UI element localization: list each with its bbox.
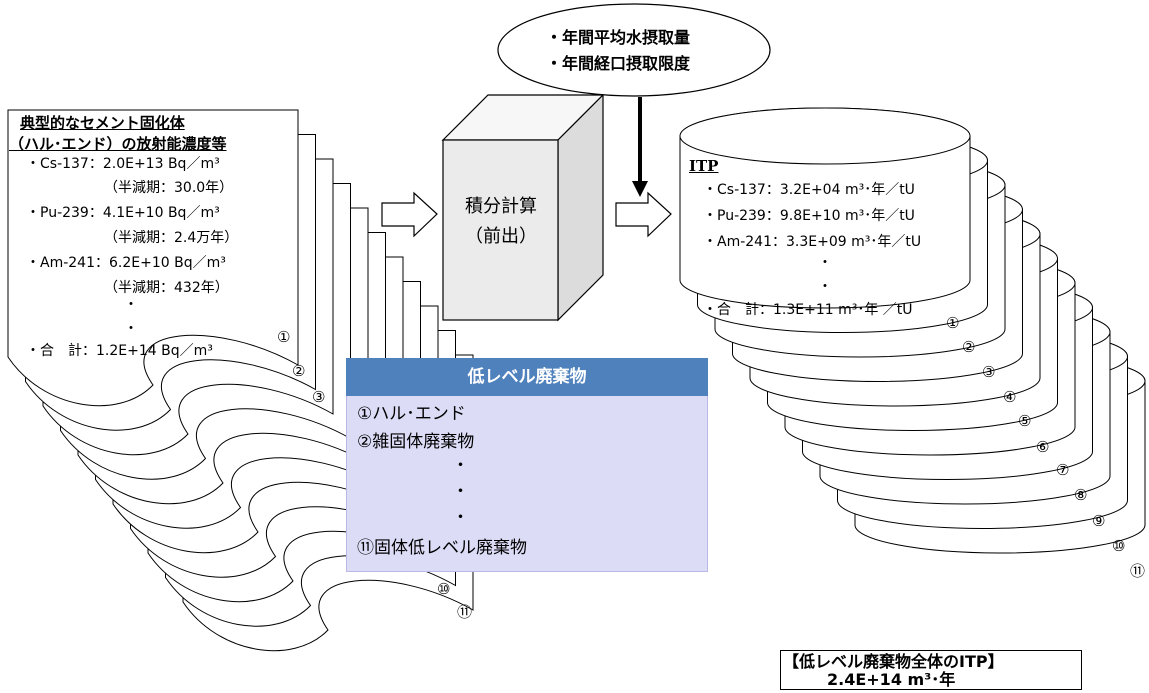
doc-cs137: ・Cs-137：2.0E+13 Bq／m³ xyxy=(26,156,220,172)
cyl-number-4: ④ xyxy=(1003,388,1017,406)
cyl-number-9: ⑨ xyxy=(1092,512,1106,530)
cyl-number-6: ⑥ xyxy=(1036,438,1050,456)
doc-number-3: ③ xyxy=(312,388,326,406)
doc-number-2: ② xyxy=(292,362,306,380)
total-itp-box: 【低レベル廃棄物全体のITP】 2.4E+14 m³･年 xyxy=(780,650,1082,690)
oval-line-2: ・年間経口摂取限度 xyxy=(546,54,691,73)
block-arrow-right xyxy=(615,191,672,238)
down-arrow xyxy=(632,97,648,197)
block-arrow-left xyxy=(381,191,438,238)
doc-am241: ・Am-241：6.2E+10 Bq／m³ xyxy=(26,255,226,271)
doc-number-11: ⑪ xyxy=(457,603,473,621)
doc-number-1: ① xyxy=(277,328,291,346)
doc-ellipsis-1: ・ xyxy=(124,297,138,313)
calc-line-1: 積分計算 xyxy=(465,196,537,217)
total-itp-value: 2.4E+14 m³･年 xyxy=(827,670,956,689)
cyl-number-3: ③ xyxy=(982,363,996,381)
itp-title: ITP xyxy=(689,157,719,175)
itp-ellipsis-2: ・ xyxy=(818,279,832,295)
waste-ellipsis-3: ・ xyxy=(452,508,469,528)
waste-ellipsis-1: ・ xyxy=(452,456,469,476)
itp-total: ・合 計：1.3E+11 m³･年 ／tU xyxy=(703,302,913,318)
waste-ellipsis-2: ・ xyxy=(452,482,469,502)
waste-item-1: ①ハル･エンド xyxy=(357,404,466,424)
cyl-number-5: ⑤ xyxy=(1018,412,1032,430)
itp-cs137: ・Cs-137：3.2E+04 m³･年／tU xyxy=(703,182,915,198)
itp-pu239: ・Pu-239：9.8E+10 m³･年／tU xyxy=(703,208,915,224)
doc-number-10: ⑩ xyxy=(437,580,451,598)
calc-box xyxy=(441,93,605,322)
itp-cylinder-1 xyxy=(679,107,971,309)
doc-title-2: （ハル･エンド）の放射能濃度等 xyxy=(9,135,227,153)
doc-ellipsis-2: ・ xyxy=(124,321,138,337)
itp-am241: ・Am-241：3.3E+09 m³･年／tU xyxy=(703,234,922,250)
doc-am241-halflife: （半減期：432年） xyxy=(104,280,229,296)
doc-pu239: ・Pu-239：4.1E+10 Bq／m³ xyxy=(26,205,220,221)
doc-pu239-halflife: （半減期：2.4万年） xyxy=(104,230,239,246)
total-itp-label: 【低レベル廃棄物全体のITP】 xyxy=(783,652,1004,671)
cyl-number-11: ⑪ xyxy=(1130,562,1146,580)
waste-item-2: ②雑固体廃棄物 xyxy=(357,432,475,452)
cyl-number-7: ⑦ xyxy=(1056,461,1070,479)
cyl-number-8: ⑧ xyxy=(1074,486,1088,504)
intake-oval xyxy=(497,3,771,97)
cyl-number-10: ⑩ xyxy=(1112,537,1126,555)
cyl-number-1: ① xyxy=(946,314,960,332)
document-stack xyxy=(7,109,474,652)
waste-item-11: ⑪固体低レベル廃棄物 xyxy=(357,538,527,558)
cylinder-stack xyxy=(679,107,1146,554)
doc-cs137-halflife: （半減期：30.0年） xyxy=(104,180,234,196)
doc-title-1: 典型的なセメント固化体 xyxy=(20,114,185,132)
cyl-number-2: ② xyxy=(962,338,976,356)
doc-total: ・合 計：1.2E+14 Bq／m³ xyxy=(26,343,213,359)
calc-line-2: （前出） xyxy=(465,226,537,247)
itp-ellipsis-1: ・ xyxy=(818,255,832,271)
document-page-1 xyxy=(7,109,299,407)
oval-line-1: ・年間平均水摂取量 xyxy=(546,28,691,47)
low-level-waste-header: 低レベル廃棄物 xyxy=(346,358,708,396)
